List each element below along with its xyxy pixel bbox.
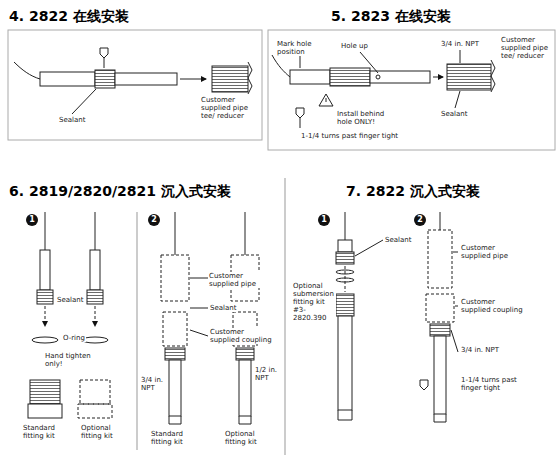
part-label: 1/2 in. NPT: [254, 366, 284, 382]
part-label: Hand tighten only!: [44, 352, 94, 368]
part-label: Sealant: [440, 110, 468, 118]
part-label: Customer supplied coupling: [209, 328, 273, 344]
part-label: Sealant: [58, 116, 86, 124]
part-label: Install behind hole ONLY!: [336, 110, 398, 126]
part-label: Standard fitting kit: [150, 430, 192, 446]
section-heading: 5. 2823 在线安装: [330, 8, 452, 25]
part-label: Customer supplied pipe tee/ reducer: [500, 36, 554, 60]
part-label: Optional fitting kit: [80, 424, 124, 440]
part-label: 1-1/4 turns past finger tight: [460, 376, 524, 392]
part-label: Customer supplied pipe tee/ reducer: [200, 96, 260, 120]
part-label: Customer supplied coupling: [460, 298, 524, 314]
part-label: Mark hole position: [276, 40, 318, 56]
part-label: 3/4 in. NPT: [460, 346, 500, 354]
part-label: Sealant: [384, 236, 412, 244]
section-heading: 6. 2819/2820/2821 沉入式安装: [8, 183, 232, 200]
part-label: Standard fitting kit: [22, 424, 64, 440]
section-heading: 7. 2822 沉入式安装: [345, 183, 481, 200]
part-label: Optional submersion fitting kit #3-2820.…: [292, 282, 336, 322]
part-label: 3/4 in. NPT: [140, 376, 168, 392]
part-label: O-ring: [62, 334, 86, 342]
part-label: 1-1/4 turns past finger tight: [300, 132, 402, 140]
part-label: Optional fitting kit: [224, 430, 268, 446]
part-label: Customer supplied pipe: [208, 272, 272, 288]
part-label: 3/4 in. NPT: [440, 40, 480, 48]
part-label: Hole up: [340, 42, 369, 50]
section-heading: 4. 2822 在线安装: [8, 8, 130, 25]
callout-number: 2: [148, 214, 160, 226]
part-label: Sealant: [209, 304, 237, 312]
callout-number: 2: [414, 214, 426, 226]
part-label: Customer supplied pipe: [460, 244, 522, 260]
callout-number: 1: [318, 214, 330, 226]
callout-number: 1: [26, 214, 38, 226]
part-label: Sealant: [56, 296, 84, 304]
